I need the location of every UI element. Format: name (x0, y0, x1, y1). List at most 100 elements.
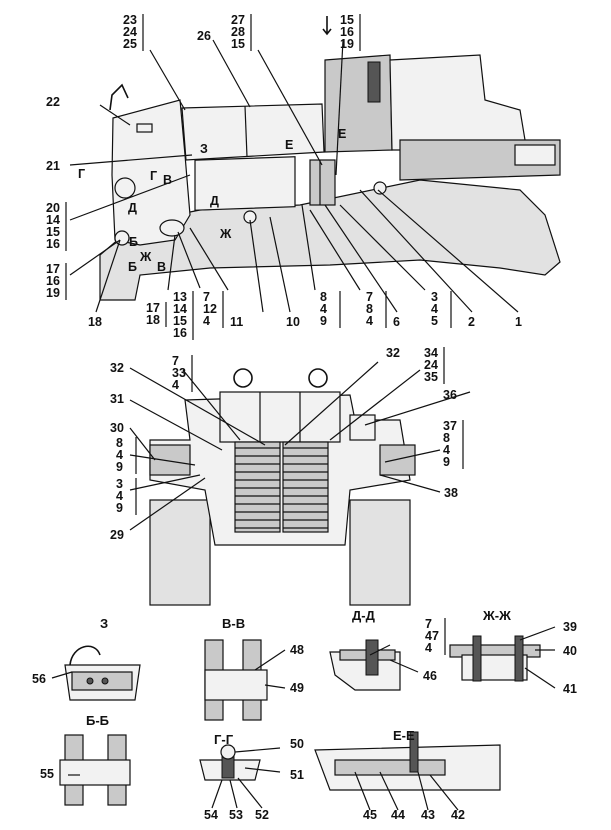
callout-number: 22 (46, 95, 60, 109)
engine-hood (111, 99, 191, 246)
callout-number: 7 (172, 354, 179, 368)
view-arrow-g-arrow: Г (78, 167, 85, 181)
section-title-bb: Б-Б (86, 713, 109, 728)
callout-42: 42 (451, 808, 465, 822)
callout-number: 42 (451, 808, 465, 822)
section-zhzh (449, 626, 556, 689)
callout-number: 40 (563, 644, 577, 658)
callout-number: 8 (116, 436, 123, 450)
callout-number: 54 (204, 808, 218, 822)
radiator-cover (194, 156, 296, 211)
callout-18: 18 (88, 315, 102, 329)
callout-40: 40 (563, 644, 577, 658)
callout-number: 20 (46, 201, 60, 215)
callout-52: 52 (255, 808, 269, 822)
callout-number: 11 (230, 315, 243, 329)
cab (324, 54, 393, 153)
callout-36: 36 (443, 388, 457, 402)
callout-number: 19 (340, 37, 354, 51)
callout-22: 22 (46, 95, 60, 109)
lifting-eye-left (233, 368, 253, 388)
callout-number: 24 (123, 25, 137, 39)
callout-number: 25 (123, 37, 137, 51)
hood-plate (136, 123, 153, 133)
callout-number: 16 (46, 274, 60, 288)
callout-number: 38 (444, 486, 458, 500)
callout-number: 32 (386, 346, 400, 360)
callout-30: 30 (110, 421, 124, 435)
callout-number: 4 (366, 314, 373, 328)
callout-54: 54 (204, 808, 218, 822)
callout-number: 17 (146, 301, 160, 315)
callout-21: 21 (46, 159, 60, 173)
view-arrow-a-icon (322, 16, 332, 36)
lifting-eye-right (308, 368, 328, 388)
callout-44: 44 (391, 808, 405, 822)
callout-3-4-5: 345 (431, 290, 452, 328)
section-title-vv: В-В (222, 616, 245, 631)
section-dd (329, 639, 419, 691)
front-view (129, 361, 471, 606)
callout-56: 56 (32, 672, 46, 686)
callout-32b: 32 (386, 346, 400, 360)
callout-number: 2 (468, 315, 475, 329)
callout-number: 48 (290, 643, 304, 657)
callout-3-4-9: 349 (116, 477, 137, 515)
callout-number: 50 (290, 737, 304, 751)
view-arrow-b-arrow2: Б (128, 260, 137, 274)
callout-41: 41 (563, 682, 577, 696)
callout-number: 8 (320, 290, 327, 304)
right-track (349, 499, 411, 606)
callout-43: 43 (421, 808, 435, 822)
view-arrow-b-arrow: Б (129, 235, 138, 249)
view-arrow-e-arrow2: Е (338, 127, 346, 141)
view-arrow-zh-arrow: Ж (139, 250, 152, 264)
callout-53: 53 (229, 808, 243, 822)
callout-number: 53 (229, 808, 243, 822)
callout-number: 46 (423, 669, 437, 683)
callout-10: 10 (286, 315, 300, 329)
radiator-grille-left (234, 441, 281, 533)
callout-number: 8 (366, 302, 373, 316)
callout-number: 21 (46, 159, 60, 173)
callout-number: 9 (116, 460, 123, 474)
callout-7-8-4: 784 (366, 290, 387, 328)
section-bb (59, 734, 131, 806)
callout-6: 6 (393, 315, 400, 329)
headlight-right (349, 414, 376, 441)
view-arrow-z-arrow: З (200, 142, 208, 156)
left-track (149, 499, 211, 606)
callout-number: 18 (146, 313, 160, 327)
left-lamp-box (149, 444, 191, 476)
callout-number: 4 (443, 443, 450, 457)
callout-number: 15 (173, 314, 187, 328)
section-title-gg: Г-Г (214, 732, 234, 747)
callout-number: 12 (203, 302, 217, 316)
callout-number: 41 (563, 682, 577, 696)
callout-number: 18 (88, 315, 102, 329)
callout-number: 39 (563, 620, 577, 634)
callout-49: 49 (290, 681, 304, 695)
callout-38: 38 (444, 486, 458, 500)
callout-number: 44 (391, 808, 405, 822)
callout-number: 4 (425, 641, 432, 655)
view-arrow-e-arrow: Е (285, 138, 293, 152)
callout-number: 4 (172, 378, 179, 392)
side-view (69, 39, 561, 313)
callout-number: 4 (203, 314, 210, 328)
callout-number: 27 (231, 13, 245, 27)
callout-number: 33 (172, 366, 186, 380)
callout-number: 30 (110, 421, 124, 435)
callout-number: 36 (443, 388, 457, 402)
view-arrow-d-arrow2: Д (210, 194, 219, 208)
